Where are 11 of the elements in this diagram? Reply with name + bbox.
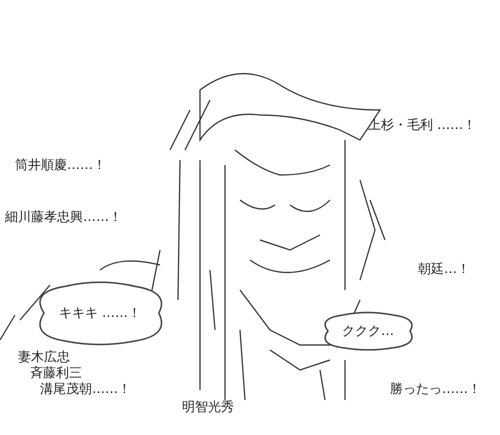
name-caption: 細川藤孝忠興……！ [5,210,122,226]
name-caption: 斉藤利三 [30,366,82,382]
speech-text: キキキ ……！ [58,305,142,322]
speech-text: ククク… [341,323,395,340]
name-caption: 筒井順慶……！ [15,158,106,174]
name-caption: 勝ったっ……！ [390,382,481,398]
name-caption: 溝尾茂朝……！ [40,382,131,398]
name-caption: 明智光秀 [182,400,234,416]
name-caption: 朝廷…！ [418,262,470,278]
name-caption: 上杉・毛利 ……！ [368,118,476,134]
name-caption: 妻木広忠 [18,350,70,366]
